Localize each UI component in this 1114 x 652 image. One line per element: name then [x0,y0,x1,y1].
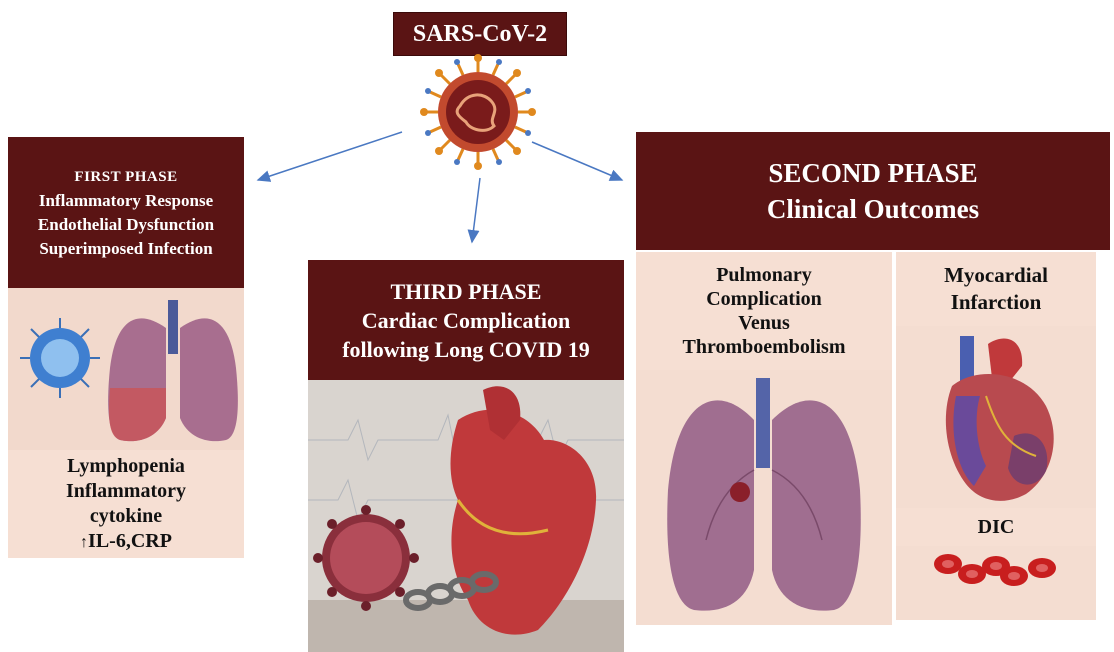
third-phase-illustration [308,380,624,652]
pulmonary-line-3: Venus [636,311,892,335]
red-blood-cells-illustration [896,546,1096,620]
marker-inflammatory: Inflammatory [8,479,244,504]
lungs-icon [108,300,238,441]
arrow-to-second-phase [532,142,622,180]
lungs-icon [667,378,861,611]
lymphocyte-and-lungs-illustration [8,288,244,450]
pulmonary-line-1: Pulmonary [636,263,892,287]
first-phase-illustration [8,288,244,450]
dic-illustration [896,546,1096,620]
myocardial-line-1: Myocardial [896,262,1096,289]
second-phase-header: SECOND PHASE Clinical Outcomes [636,132,1110,250]
myocardial-illustration [896,326,1096,508]
first-phase-line-3: Superimposed Infection [8,237,244,261]
myocardial-line-2: Infarction [896,289,1096,316]
first-phase-line-1: Inflammatory Response [8,189,244,213]
pulmonary-complication-label: Pulmonary Complication Venus Thromboembo… [636,252,892,370]
first-phase-line-2: Endothelial Dysfunction [8,213,244,237]
infarcted-heart-illustration [896,326,1096,508]
first-phase-header: FIRST PHASE Inflammatory Response Endoth… [8,137,244,288]
lymphocyte-icon [20,318,100,398]
second-phase-heading: SECOND PHASE [636,155,1110,191]
myocardial-infarction-label: Myocardial Infarction [896,252,1096,326]
lungs-embolism-illustration [636,370,892,625]
marker-lymphopenia: Lymphopenia [8,454,244,479]
arrow-to-first-phase [258,132,402,180]
up-arrow-icon: ↑ [80,534,88,551]
virus-icon [420,54,536,170]
dic-label: DIC [896,508,1096,546]
heart-icon [946,336,1054,501]
pulmonary-illustration [636,370,892,625]
third-phase-line-2: following Long COVID 19 [308,335,624,364]
pulmonary-line-4: Thromboembolism [636,335,892,359]
marker-il6-crp-row: ↑IL-6,CRP [8,529,244,555]
first-phase-heading: FIRST PHASE [8,165,244,189]
arrow-to-third-phase [472,178,480,242]
third-phase-heading: THIRD PHASE [308,277,624,306]
second-phase-subheading: Clinical Outcomes [636,191,1110,227]
third-phase-line-1: Cardiac Complication [308,306,624,335]
marker-cytokine: cytokine [8,504,244,529]
chained-heart-illustration [308,380,624,652]
coronavirus-icon [313,505,419,611]
marker-il6-crp: IL-6,CRP [88,530,172,552]
pulmonary-line-2: Complication [636,287,892,311]
third-phase-header: THIRD PHASE Cardiac Complication followi… [308,260,624,380]
dic-text: DIC [978,516,1015,539]
embolism-icon [730,482,750,502]
first-phase-markers: Lymphopenia Inflammatory cytokine ↑IL-6,… [8,450,244,558]
